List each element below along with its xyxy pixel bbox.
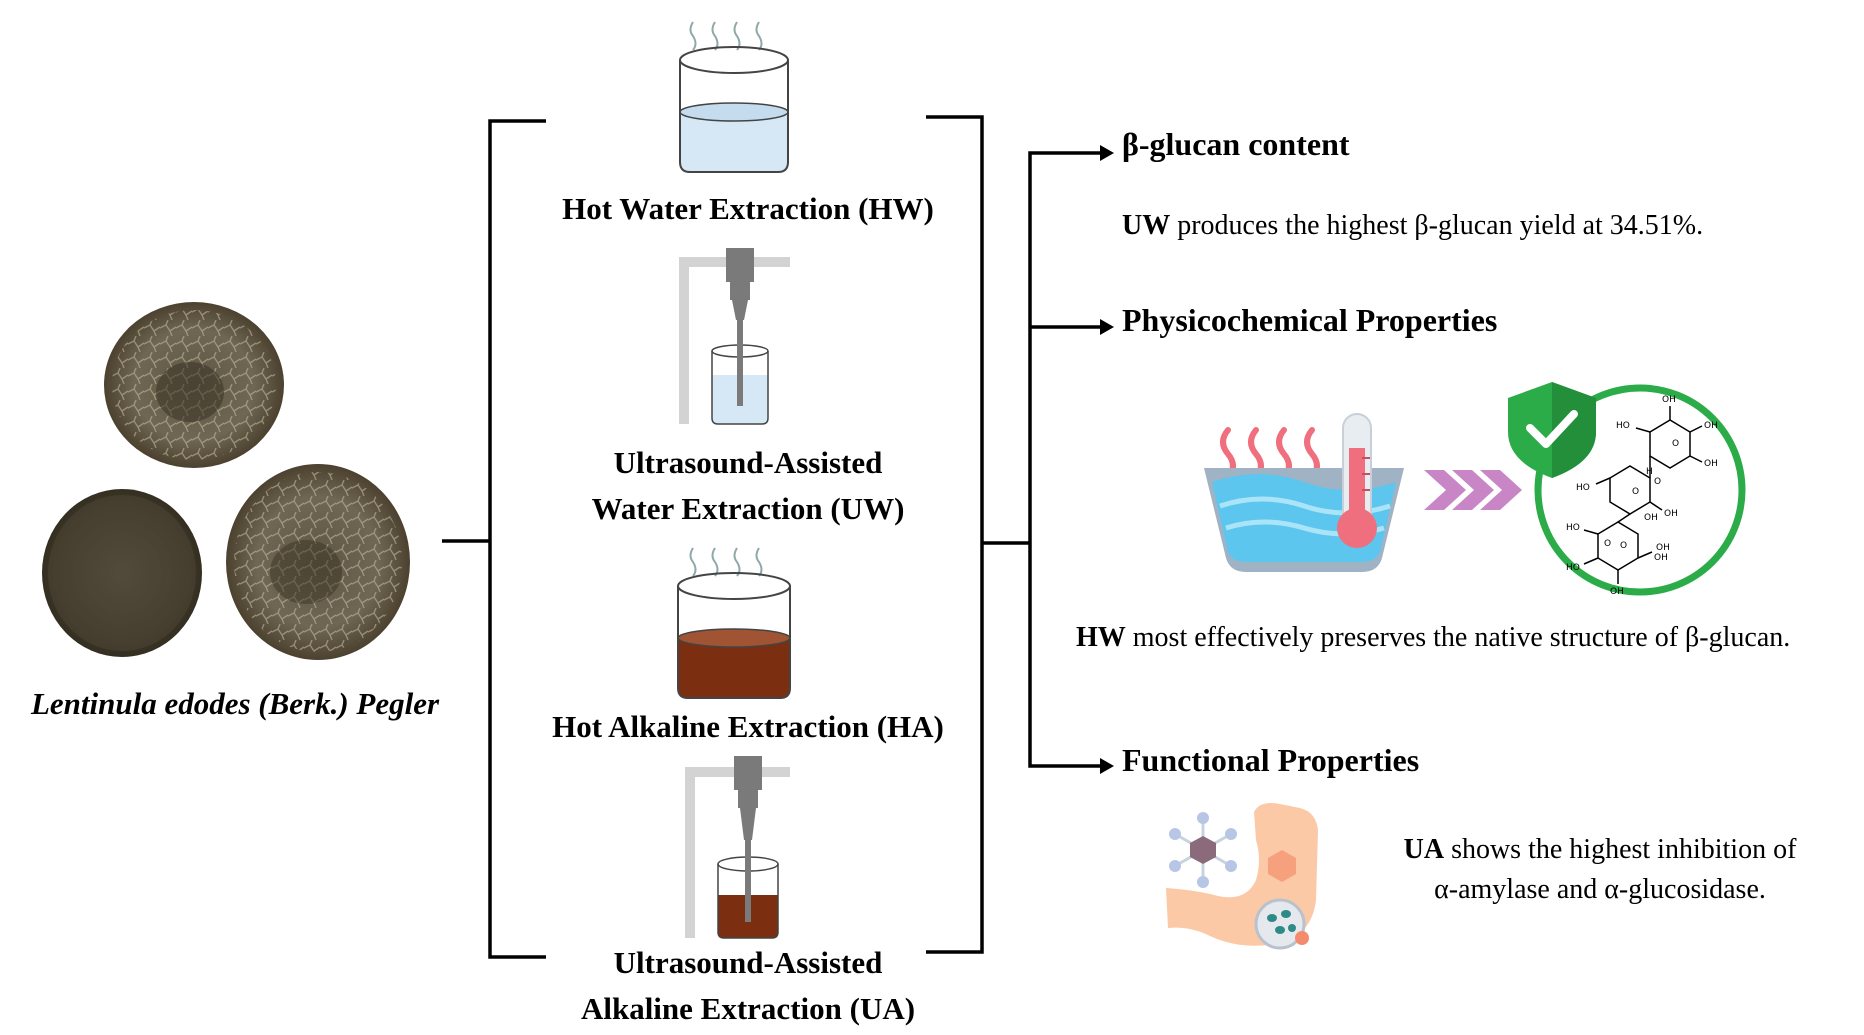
mol-label: HO [1616,421,1630,431]
physicochemical-heading: Physicochemical Properties [1122,302,1498,338]
mol-label: HO [1576,483,1590,493]
mol-label: O [1620,541,1627,551]
mol-label: OH [1610,587,1624,597]
mol-label: H [1646,467,1653,477]
methods-bracket-right [926,115,1030,954]
mol-label: OH [1704,459,1718,469]
physicochemical-finding: HW most effectively preserves the native… [1076,622,1790,654]
arrowhead-beta [1100,145,1114,161]
mol-label: O [1654,477,1661,487]
mol-label: OH [1704,421,1718,431]
sonicator-alkaline-icon [685,756,790,939]
arrowhead-func [1100,758,1114,774]
method-uw-label: Ultrasound-Assisted Water Extraction (UW… [520,440,976,532]
heated-bath-thermometer-icon [1204,413,1404,572]
triple-chevron-icon [1424,470,1522,510]
method-ua-label: Ultrasound-Assisted Alkaline Extraction … [520,940,976,1032]
method-ua-line-1: Ultrasound-Assisted [613,945,883,980]
mushroom-cap-left [42,489,202,657]
mol-label: OH [1656,543,1670,553]
mol-label: HO [1566,563,1580,573]
finding-method-abbr: HW [1076,622,1126,653]
method-hw-label: Hot Water Extraction (HW) [520,186,976,232]
finding-text: most effectively preserves the native st… [1125,622,1791,653]
molecule-stomach-icon [1166,803,1318,950]
functional-finding: UA shows the highest inhibition of α-amy… [1340,830,1860,910]
hot-water-beaker-icon [679,21,789,173]
beta-glucan-heading: β-glucan content [1122,126,1350,162]
functional-finding-line-1: UA shows the highest inhibition of [1340,830,1860,870]
finding-method-abbr: UA [1403,834,1445,865]
beta-glucan-shield-icon: OH OH OH HO O H O OH HO O O OH OH HO HO … [1508,382,1746,597]
finding-text: produces the highest β-glucan yield at 3… [1170,210,1704,241]
beta-glucan-finding: UW produces the highest β-glucan yield a… [1122,210,1703,242]
mushroom-photo [42,302,410,660]
mol-label: OH [1664,509,1678,519]
functional-heading: Functional Properties [1122,742,1420,778]
method-ha-label: Hot Alkaline Extraction (HA) [520,704,976,750]
method-uw-line-1: Ultrasound-Assisted [613,445,883,480]
species-label: Lentinula edodes (Berk.) Pegler [30,686,440,721]
functional-finding-line-2: α-amylase and α-glucosidase. [1434,874,1766,905]
finding-method-abbr: UW [1122,210,1171,241]
method-ua-line-2: Alkaline Extraction (UA) [580,991,916,1026]
finding-text: shows the highest inhibition of [1444,834,1797,865]
mol-label: OH [1662,395,1676,405]
mol-label: O [1632,487,1639,497]
mol-label: OH [1654,553,1668,563]
methods-bracket-left [442,119,546,959]
hot-alkaline-beaker-icon [677,547,791,699]
method-uw-line-2: Water Extraction (UW) [591,491,905,526]
method-ha-line-1: Hot Alkaline Extraction (HA) [552,709,944,744]
outcome-arrows [1028,151,1100,768]
mol-label: OH [1644,513,1658,523]
sonicator-water-icon [679,248,790,425]
mol-label: O [1672,439,1679,449]
method-hw-line-1: Hot Water Extraction (HW) [562,191,934,226]
mol-label: O [1604,539,1611,549]
arrowhead-phys [1100,319,1114,335]
mol-label: HO [1566,523,1580,533]
